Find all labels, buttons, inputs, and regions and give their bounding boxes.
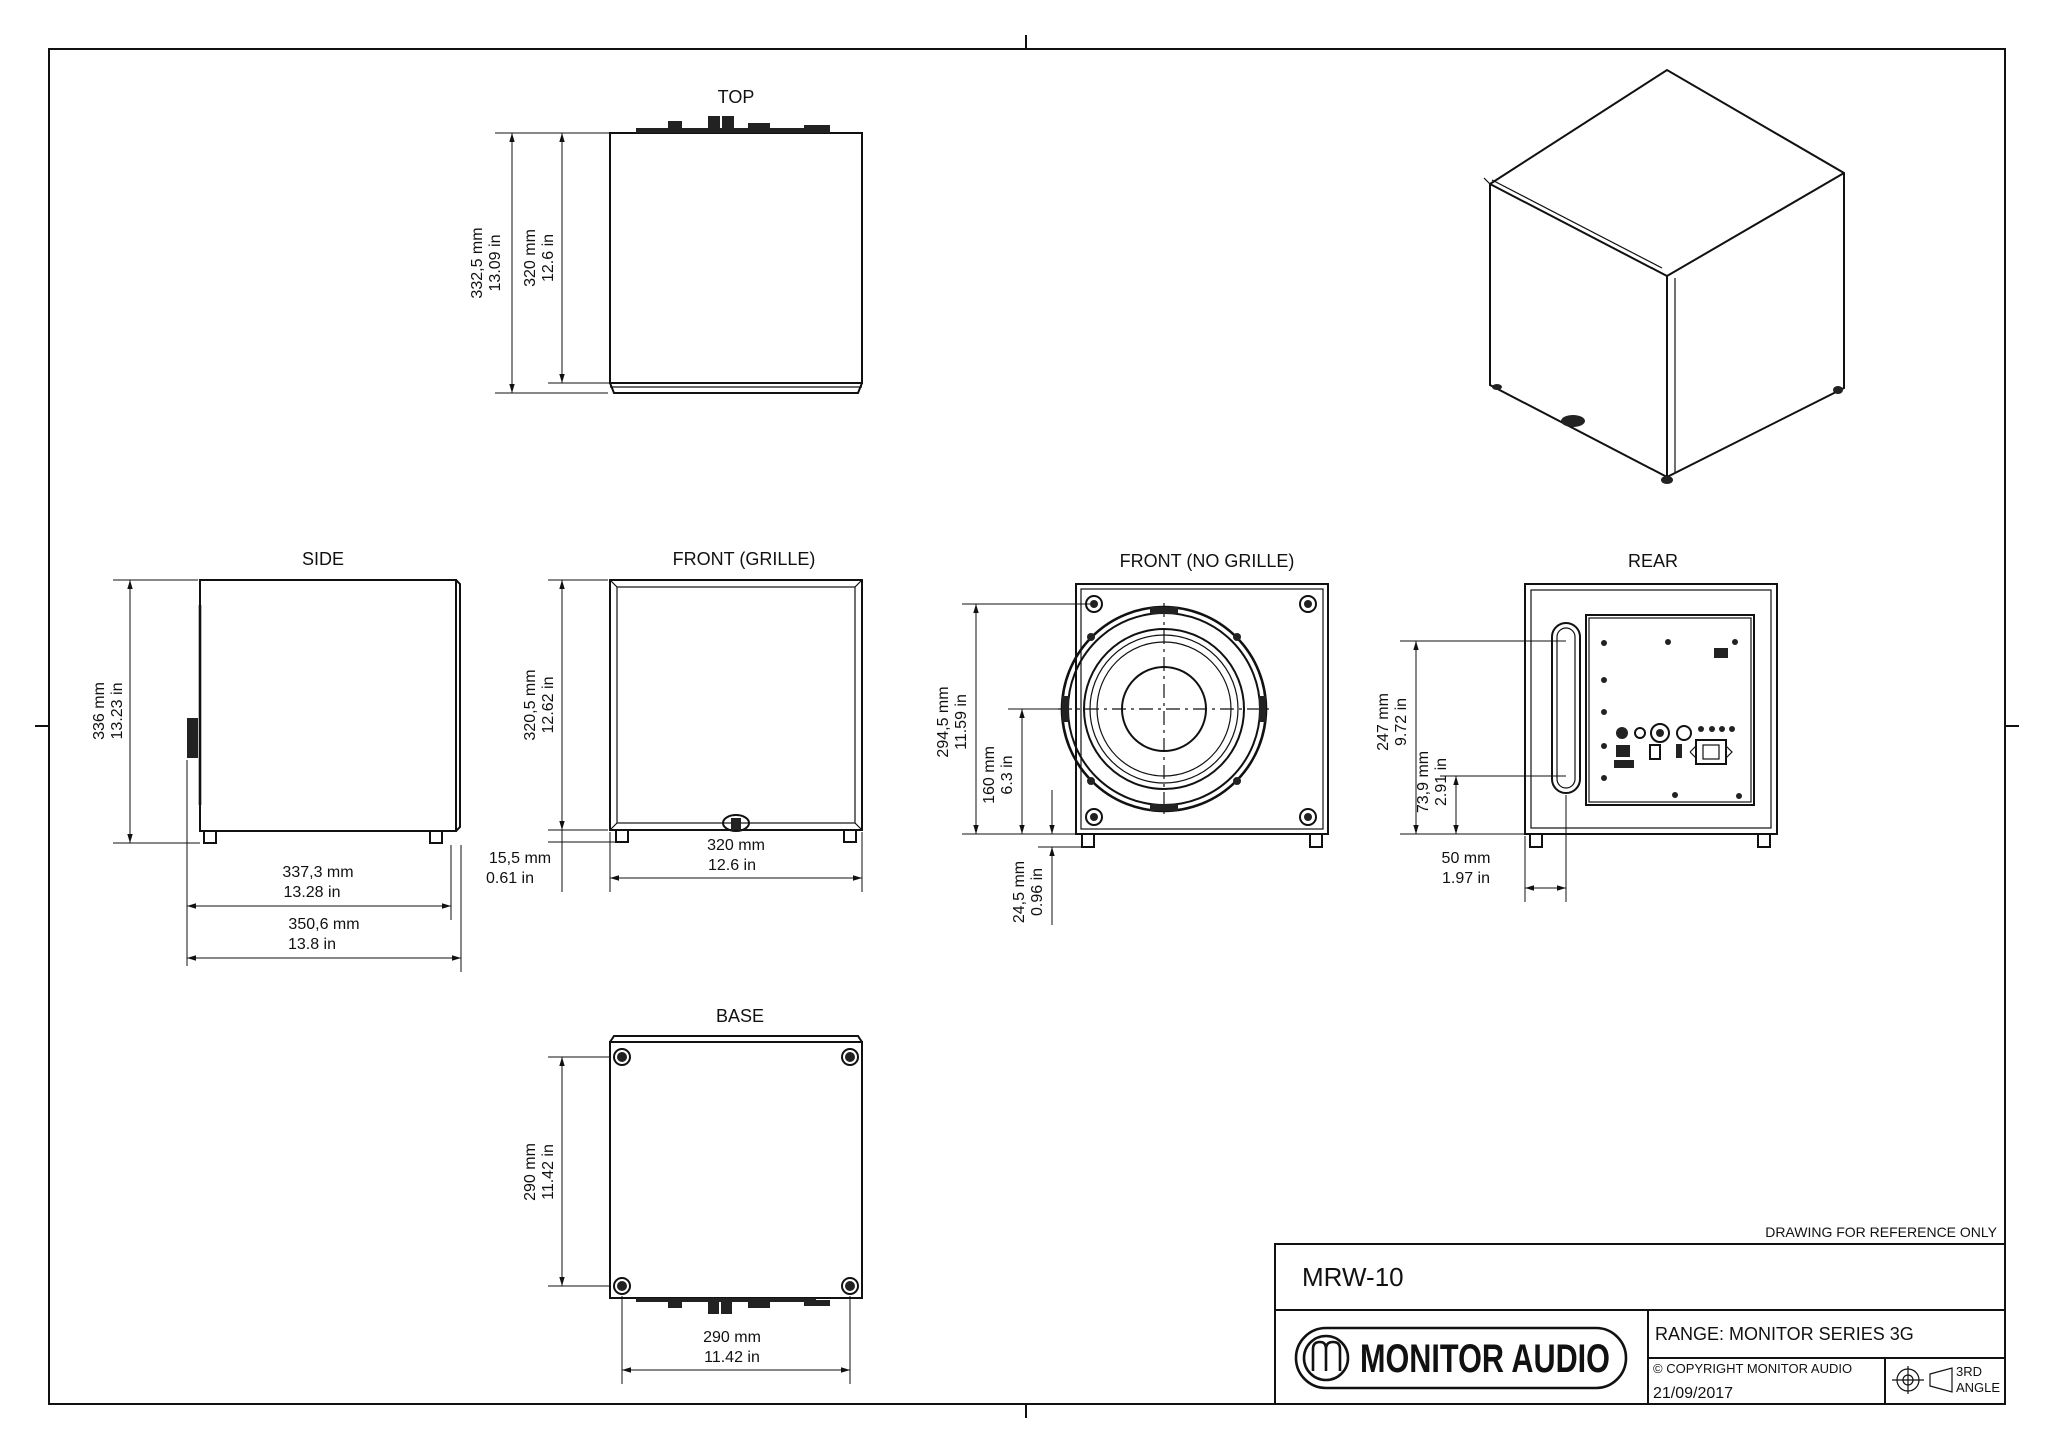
front-no-grille-view: FRONT (NO GRILLE)	[935, 551, 1329, 925]
dim-base-width-mm: 290 mm	[703, 1329, 761, 1346]
dim-side-height-mm: 336 mm	[91, 682, 108, 740]
bass-port	[1551, 622, 1581, 794]
dim-base-height-in: 11.42 in	[540, 1144, 557, 1200]
dim-grille-foot-mm: 15,5 mm	[489, 850, 551, 867]
range-label: RANGE: MONITOR SERIES 3G	[1655, 1324, 1914, 1344]
date-label: 21/09/2017	[1653, 1385, 1733, 1402]
dim-side-width-inner-in: 13.28 in	[284, 884, 341, 901]
dim-side-width-outer-mm: 350,6 mm	[288, 916, 359, 933]
base-view: BASE 290 mm 11.42 in 290 mm 11.42 in	[522, 1006, 863, 1384]
brand-logo: MONITOR AUDIO	[1294, 1326, 1628, 1390]
copyright-label: © COPYRIGHT MONITOR AUDIO	[1653, 1361, 1852, 1376]
brand-name: MONITOR AUDIO	[1360, 1337, 1610, 1381]
dim-side-height-in: 13.23 in	[109, 683, 126, 740]
dim-driver-foot-mm: 24,5 mm	[1011, 861, 1028, 923]
dim-port-low-mm: 73,9 mm	[1415, 751, 1432, 813]
dim-top-height-outer-mm: 332,5 mm	[469, 227, 486, 298]
dim-grille-width-in: 12.6 in	[708, 857, 756, 874]
dim-port-height-in: 9.72 in	[1393, 698, 1410, 746]
sheet-border	[35, 35, 2019, 1418]
dim-side-width-outer-in: 13.8 in	[288, 936, 336, 953]
title-block: DRAWING FOR REFERENCE ONLY MRW-10 MONITO…	[1274, 1224, 2006, 1405]
dim-grille-foot-in: 0.61 in	[486, 870, 534, 887]
third-angle-projection-symbol: 3RD ANGLE	[1892, 1364, 2000, 1395]
dim-top-height-outer-in: 13.09 in	[487, 235, 504, 292]
view-label-side: SIDE	[302, 549, 344, 569]
dim-grille-height-mm: 320,5 mm	[522, 669, 539, 740]
projection-label-line2: ANGLE	[1956, 1380, 2000, 1395]
dim-driver-height-mm: 294,5 mm	[935, 686, 952, 757]
dim-top-height-inner-mm: 320 mm	[522, 229, 539, 287]
rear-view: REAR	[1375, 551, 1778, 902]
view-label-rear: REAR	[1628, 551, 1678, 571]
view-label-front-grille: FRONT (GRILLE)	[673, 549, 816, 569]
dim-grille-width-mm: 320 mm	[707, 837, 765, 854]
dim-port-width-mm: 50 mm	[1442, 850, 1491, 867]
dim-side-width-inner-mm: 337,3 mm	[282, 864, 353, 881]
dim-port-width-in: 1.97 in	[1442, 870, 1490, 887]
driver	[1058, 603, 1270, 815]
amp-panel-details	[1601, 639, 1742, 799]
dim-grille-height-in: 12.62 in	[540, 677, 557, 734]
dim-port-height-mm: 247 mm	[1375, 693, 1392, 751]
dim-driver-center-in: 6.3 in	[999, 755, 1016, 794]
view-label-base: BASE	[716, 1006, 764, 1026]
isometric-view	[1483, 68, 1845, 484]
view-label-top: TOP	[718, 87, 755, 107]
dim-top-height-inner-in: 12.6 in	[540, 234, 557, 282]
reference-note: DRAWING FOR REFERENCE ONLY	[1765, 1224, 1997, 1240]
dim-driver-center-mm: 160 mm	[981, 746, 998, 804]
dim-driver-height-in: 11.59 in	[953, 694, 970, 750]
view-label-front-no-grille: FRONT (NO GRILLE)	[1120, 551, 1295, 571]
dim-base-width-in: 11.42 in	[704, 1349, 760, 1366]
model-name: MRW-10	[1302, 1262, 1404, 1292]
dim-port-low-in: 2.91 in	[1433, 758, 1450, 806]
base-connectors	[636, 1298, 830, 1314]
dim-base-height-mm: 290 mm	[522, 1143, 539, 1201]
top-view: TOP 332,5 mm 13.09 in 320 mm 12.6 in	[469, 87, 863, 394]
side-view: SIDE 336 mm 13.23 in 337,3 mm 13.28 in 3…	[91, 549, 462, 972]
dim-driver-foot-in: 0.96 in	[1029, 868, 1046, 916]
front-grille-view: FRONT (GRILLE) 320,5 mm 12.62 in 15,5 mm…	[486, 549, 863, 892]
top-connectors	[636, 116, 830, 133]
projection-label-line1: 3RD	[1956, 1364, 1982, 1379]
